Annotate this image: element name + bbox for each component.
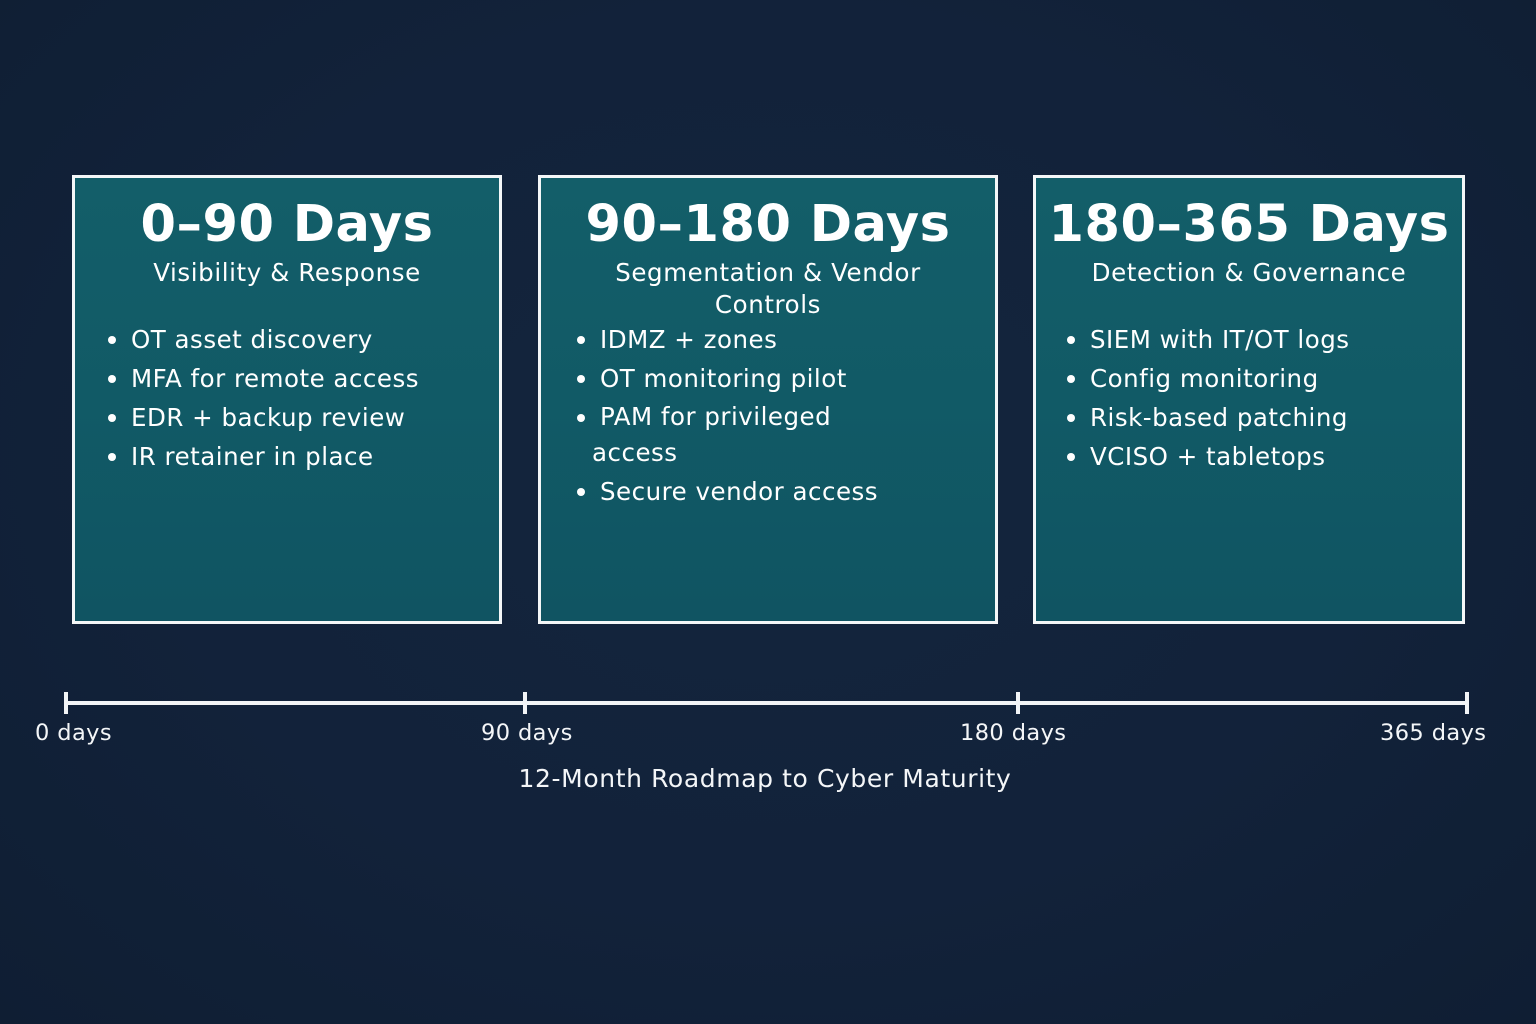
list-item-label: Secure vendor access bbox=[600, 477, 879, 506]
timeline-tick-90 bbox=[523, 692, 527, 714]
bullet-icon bbox=[1067, 414, 1075, 422]
timeline-label-180-days: 180 days bbox=[960, 720, 1067, 746]
list-item-label-continuation: access bbox=[592, 438, 678, 467]
list-item-label: IR retainer in place bbox=[131, 442, 374, 471]
bullet-icon bbox=[1067, 375, 1075, 383]
timeline-axis-line bbox=[65, 701, 1469, 705]
phase-item-list: SIEM with IT/OT logs Config monitoring R… bbox=[1065, 321, 1445, 477]
list-item-label: OT asset discovery bbox=[131, 325, 373, 354]
phase-subtitle: Segmentation & Vendor Controls bbox=[615, 258, 921, 319]
timeline-tick-0 bbox=[64, 692, 68, 714]
list-item: EDR + backup review bbox=[106, 399, 486, 436]
list-item-label: EDR + backup review bbox=[131, 403, 406, 432]
bullet-icon bbox=[108, 336, 116, 344]
list-item: Config monitoring bbox=[1065, 360, 1445, 397]
list-item-label: MFA for remote access bbox=[131, 364, 419, 393]
timeline-label-90-days: 90 days bbox=[481, 720, 573, 746]
list-item-label: OT monitoring pilot bbox=[600, 364, 847, 393]
list-item-label: PAM for privileged bbox=[600, 402, 832, 431]
list-item-label: Risk-based patching bbox=[1090, 403, 1348, 432]
list-item: Risk-based patching bbox=[1065, 399, 1445, 436]
list-item: IDMZ + zones bbox=[575, 321, 905, 358]
bullet-icon bbox=[1067, 336, 1075, 344]
timeline-caption: 12-Month Roadmap to Cyber Maturity bbox=[518, 764, 1012, 793]
timeline-label-0-days: 0 days bbox=[35, 720, 112, 746]
bullet-icon bbox=[577, 336, 585, 344]
phase-item-list: IDMZ + zones OT monitoring pilot PAM for… bbox=[575, 321, 905, 512]
bullet-icon bbox=[108, 375, 116, 383]
bullet-icon bbox=[1067, 453, 1075, 461]
bullet-icon bbox=[108, 414, 116, 422]
timeline-label-365-days: 365 days bbox=[1380, 720, 1487, 746]
timeline-tick-180 bbox=[1016, 692, 1020, 714]
phase-title: 180–365 Days bbox=[1048, 195, 1450, 254]
phase-title: 0–90 Days bbox=[140, 195, 434, 254]
list-item: OT asset discovery bbox=[106, 321, 486, 358]
list-item: MFA for remote access bbox=[106, 360, 486, 397]
phase-card-180-365-days: 180–365 Days Detection & Governance SIEM… bbox=[1033, 175, 1465, 624]
phase-subtitle: Detection & Governance bbox=[1091, 258, 1407, 287]
bullet-icon bbox=[577, 414, 585, 422]
phase-title: 90–180 Days bbox=[585, 195, 951, 254]
list-item: PAM for privileged access bbox=[575, 399, 905, 471]
list-item-label: SIEM with IT/OT logs bbox=[1090, 325, 1350, 354]
phase-card-0-90-days: 0–90 Days Visibility & Response OT asset… bbox=[72, 175, 502, 624]
list-item-label: IDMZ + zones bbox=[600, 325, 778, 354]
list-item: OT monitoring pilot bbox=[575, 360, 905, 397]
phase-card-90-180-days: 90–180 Days Segmentation & Vendor Contro… bbox=[538, 175, 998, 624]
phase-subtitle: Visibility & Response bbox=[153, 258, 421, 287]
bullet-icon bbox=[577, 488, 585, 496]
list-item: VCISO + tabletops bbox=[1065, 438, 1445, 475]
list-item-label: VCISO + tabletops bbox=[1090, 442, 1326, 471]
list-item: Secure vendor access bbox=[575, 473, 905, 510]
list-item: SIEM with IT/OT logs bbox=[1065, 321, 1445, 358]
list-item-label: Config monitoring bbox=[1090, 364, 1319, 393]
list-item: IR retainer in place bbox=[106, 438, 486, 475]
phase-item-list: OT asset discovery MFA for remote access… bbox=[106, 321, 486, 477]
bullet-icon bbox=[108, 453, 116, 461]
bullet-icon bbox=[577, 375, 585, 383]
timeline-tick-365 bbox=[1465, 692, 1469, 714]
